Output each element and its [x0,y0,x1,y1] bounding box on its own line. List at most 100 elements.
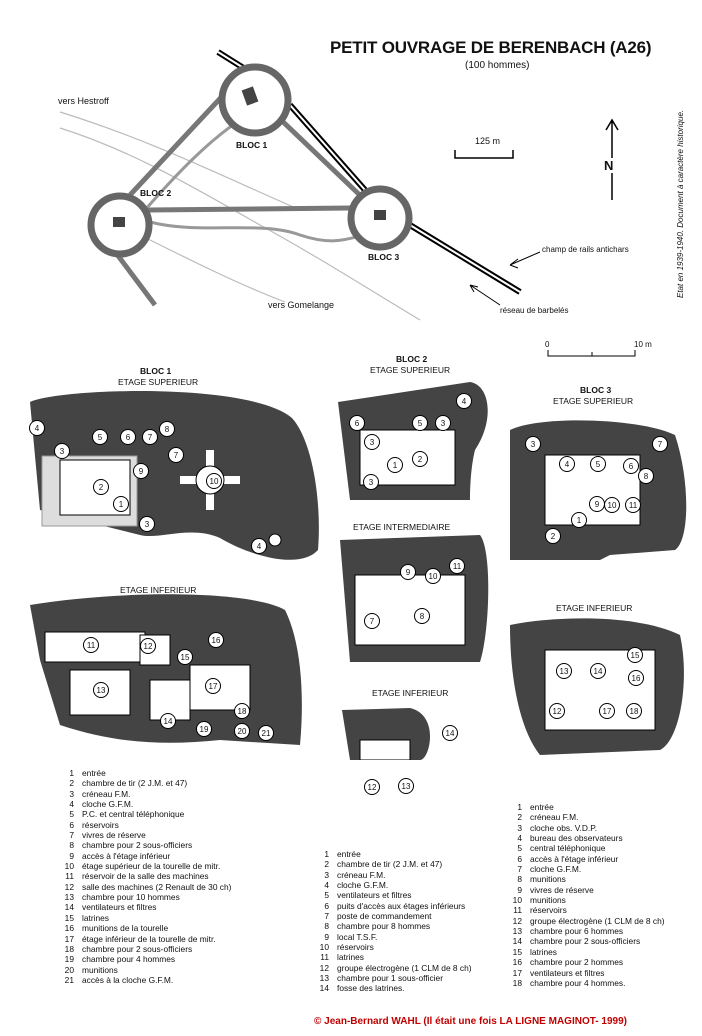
room-number-b1-lower: 17 [205,678,221,694]
room-number-b3-upper: 7 [652,436,668,452]
room-number-b1-upper: 1 [113,496,129,512]
room-number-b2-upper: 6 [349,415,365,431]
room-number-b2-upper: 5 [412,415,428,431]
map-bloc1-label: BLOC 1 [236,140,268,150]
legend-text: vivres de réserve [530,884,594,895]
legend-number: 2 [69,778,74,789]
legend-text: réservoir de la salle des machines [82,871,209,882]
page-subtitle: (100 hommes) [465,60,530,71]
legend-item: 16 munitions de la tourelle [58,923,231,933]
room-number-b2-lower: 13 [398,778,414,794]
site-map [59,49,636,357]
legend-text: chambre pour 6 hommes [530,926,624,937]
room-number-b1-lower: 18 [234,703,250,719]
legend-text: munitions [530,895,566,906]
legend-number: 9 [517,884,522,895]
legend-text: entrée [530,802,554,812]
legend-text: étage inférieur de la tourelle de mitr. [82,933,216,944]
legend-number: 3 [324,869,329,880]
b2-lower-room [359,739,411,760]
legend-number: 6 [517,853,522,864]
legend-number: 14 [64,902,74,913]
page-title: PETIT OUVRAGE DE BERENBACH (A26) [330,38,652,57]
legend-text: cloche G.F.M. [337,880,389,891]
legend-text: créneau F.M. [530,812,579,823]
legend-number: 10 [512,895,522,906]
plan-scale-end: 10 m [634,340,652,349]
b1-lower-heading: ETAGE INFERIEUR [120,585,197,595]
room-number-b3-upper: 5 [590,456,606,472]
legend-item: 2 chambre de tir (2 J.M. et 47) [313,859,472,869]
room-number-b1-upper: 2 [93,479,109,495]
room-number-b1-upper: 3 [54,443,70,459]
legend-number: 17 [512,967,522,978]
legend-text: poste de commandement [337,911,432,922]
legend-text: chambre pour 10 hommes [82,892,180,903]
legend-item: 13 chambre pour 6 hommes [506,926,665,936]
legend-number: 5 [69,809,74,820]
legend-number: 4 [324,880,329,891]
path-2-1 [143,118,241,211]
legend-item: 4 cloche G.F.M. [313,880,472,890]
room-number-b3-lower: 16 [628,670,644,686]
room-number-b2-middle: 11 [449,558,465,574]
room-number-b1-upper: 8 [159,421,175,437]
b2-middle-room [354,574,466,646]
room-number-b3-upper: 8 [638,468,654,484]
legend-text: local T.S.F. [337,931,378,942]
legend-number: 15 [512,946,522,957]
legend-text: salle des machines (2 Renault de 30 ch) [82,881,232,892]
legend-number: 13 [512,926,522,937]
legend-number: 2 [324,859,329,870]
legend-text: fosse des latrines. [337,983,405,994]
room-number-b2-middle: 10 [425,568,441,584]
legend-text: accès à l'étage inférieur [82,850,171,861]
legend-number: 18 [64,943,74,954]
room-number-b2-lower: 12 [364,779,380,795]
room-number-b1-upper: 4 [29,420,45,436]
room-number-b1-upper: 3 [139,516,155,532]
legend-text: chambre pour 4 hommes. [530,977,626,988]
b2-title: BLOC 2 [396,354,428,364]
legend-text: cloche obs. V.D.P. [530,822,598,833]
b3-lower-heading: ETAGE INFERIEUR [556,603,633,613]
room-number-b3-upper: 1 [571,512,587,528]
room-number-b3-lower: 12 [549,703,565,719]
room-number-b1-lower: 20 [234,723,250,739]
room-number-b1-lower: 15 [177,649,193,665]
room-number-b3-lower: 18 [626,703,642,719]
room-number-b1-upper: 6 [120,429,136,445]
legend-text: accès à la cloche G.F.M. [82,974,174,985]
legend-number: 12 [512,915,522,926]
room-number-b1-lower: 16 [208,632,224,648]
legend-number: 9 [69,850,74,861]
legend-text: réservoirs [82,819,119,830]
legend-text: munitions de la tourelle [82,923,169,934]
bloc3-mark [374,210,386,220]
bloc2-mark [113,217,125,227]
label-barbeles: réseau de barbelés [500,306,569,315]
legend-number: 10 [319,942,329,953]
label-hestroff: vers Hestroff [58,96,109,106]
room-number-b1-upper: 7 [142,429,158,445]
legend-text: chambre de tir (2 J.M. et 47) [337,859,443,870]
rails-leader [509,251,541,269]
legend-text: puits d'accès aux étages inférieurs [337,900,466,911]
room-number-b3-upper: 2 [545,528,561,544]
legend-number: 16 [64,923,74,934]
legend-number: 11 [65,871,74,882]
legend-text: chambre pour 2 hommes [530,957,624,968]
